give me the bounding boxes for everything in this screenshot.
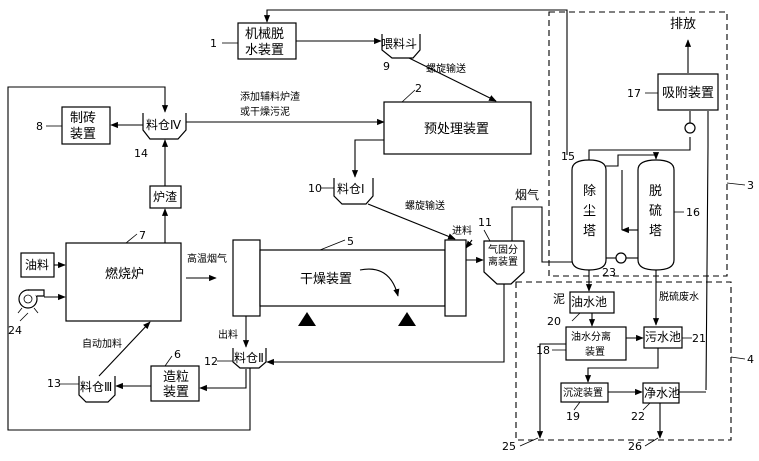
granulator-label-1: 造粒: [163, 370, 189, 385]
furnace: [65, 242, 182, 322]
dryer-right-head: [444, 239, 467, 317]
brick-making-label-1: 制砖: [70, 111, 96, 126]
oil-water-separator: [565, 326, 627, 361]
brick-making-unit: [61, 106, 111, 145]
dust-tower-label-2: 尘: [583, 204, 596, 219]
dryer-support-right: [398, 312, 416, 326]
adsorption-fan: [684, 122, 696, 134]
bin-iv: [142, 113, 187, 140]
feed-hopper: [381, 34, 421, 59]
sewage-tank-number: 21: [692, 332, 706, 345]
bin-iv-number: 14: [134, 147, 148, 160]
separator-label-2: 离装置: [488, 255, 518, 268]
sedimentation-label: 沉淀装置: [563, 386, 603, 399]
pretreatment-label: 预处理装置: [424, 122, 489, 137]
bin-ii-number: 12: [204, 355, 218, 368]
screw-conveying-label-2: 螺旋输送: [405, 199, 445, 212]
desulfurization-tower: [637, 159, 675, 271]
outlet-25-number: 25: [502, 440, 516, 453]
bin-iii: [78, 376, 116, 403]
region-3-number: 3: [747, 179, 754, 192]
clean-water-tank-number: 22: [631, 410, 645, 423]
sedimentation-number: 19: [566, 410, 580, 423]
brick-making-number: 8: [36, 120, 43, 133]
dryer-left-head: [232, 239, 261, 317]
region-3-flue-gas-treatment: [548, 11, 728, 277]
outlet-26-number: 26: [628, 440, 642, 453]
separator-unit-label-1: 油水分离: [571, 330, 611, 343]
bin-i-number: 10: [308, 182, 322, 195]
dryer-label: 干燥装置: [300, 272, 352, 287]
feed-hopper-label: 喂料斗: [381, 37, 417, 51]
flue-gas-label: 烟气: [515, 187, 539, 202]
oil-water-separator-number: 18: [536, 344, 550, 357]
adsorption-label: 吸附装置: [662, 86, 714, 101]
emission-label: 排放: [670, 17, 696, 32]
adsorption-number: 17: [627, 87, 641, 100]
bin-i-label: 料仓Ⅰ: [337, 182, 365, 196]
oil-water-tank-label: 油水池: [571, 295, 607, 309]
mechanical-dewatering-label-2: 水装置: [245, 43, 284, 58]
sewage-tank: [643, 326, 683, 349]
desulf-wastewater-label: 脱硫废水: [659, 290, 699, 303]
oil-label: 油料: [25, 258, 49, 272]
dryer-support-left: [298, 312, 316, 326]
granulator-label-2: 装置: [163, 385, 189, 400]
mechanical-dewatering-label-1: 机械脱: [245, 27, 284, 42]
auto-feed-label: 自动加料: [82, 337, 122, 350]
clean-water-tank: [642, 382, 680, 404]
discharge-label: 出料: [218, 328, 238, 341]
granulator-number: 6: [174, 348, 181, 361]
desulf-tower-label-2: 硫: [649, 204, 662, 219]
region-4-number: 4: [747, 353, 754, 366]
gas-solid-separator: [483, 240, 525, 285]
brick-making-label-2: 装置: [70, 127, 96, 142]
clean-water-tank-label: 净水池: [644, 386, 680, 400]
desulf-tower-label-1: 脱: [649, 184, 662, 199]
furnace-number: 7: [139, 229, 146, 242]
sewage-tank-label: 污水池: [645, 330, 681, 344]
dryer-number: 5: [347, 235, 354, 248]
dust-removal-tower: [571, 159, 607, 271]
bin-iv-label: 料仓Ⅳ: [146, 118, 181, 132]
pretreatment-unit: [383, 101, 532, 155]
bin-i: [333, 178, 374, 205]
pretreatment-number: 2: [415, 82, 422, 95]
dust-tower-label-3: 塔: [583, 224, 596, 239]
screw-conveying-label-1: 螺旋输送: [426, 62, 466, 75]
separator-number: 11: [478, 216, 492, 229]
separator-unit-label-2: 装置: [585, 345, 605, 358]
desulf-tower-label-3: 塔: [649, 224, 662, 239]
dust-tower-label-1: 除: [583, 184, 596, 199]
additive-label-1: 添加辅料炉渣: [240, 90, 300, 103]
mechanical-dewatering-number: 1: [210, 37, 217, 50]
adsorption-unit: [657, 73, 719, 111]
oil-water-tank-number: 20: [547, 315, 561, 328]
feed-hopper-number: 9: [383, 60, 390, 73]
granulator: [150, 365, 200, 402]
hot-flue-gas-label: 高温烟气: [187, 252, 227, 265]
furnace-label: 燃烧炉: [105, 266, 144, 282]
additive-label-2: 或干燥污泥: [240, 105, 290, 118]
bin-iii-number: 13: [47, 377, 61, 390]
dryer-drum: [259, 249, 446, 307]
pump-number: 23: [602, 266, 616, 279]
bin-iii-label: 料仓Ⅲ: [80, 380, 112, 394]
desulf-tower-number: 16: [686, 206, 700, 219]
separator-label-1: 气固分: [488, 243, 518, 256]
mud-label: 泥: [553, 292, 565, 306]
dust-tower-number: 15: [561, 150, 575, 163]
region-4-water-treatment: [515, 281, 732, 441]
feed-in-label: 进料: [452, 224, 472, 237]
bin-ii-label: 料仓Ⅱ: [234, 351, 264, 365]
oil-box: [20, 252, 55, 278]
circulation-pump: [615, 252, 627, 264]
blower-number: 24: [8, 324, 22, 337]
slag-label: 炉渣: [153, 190, 177, 204]
